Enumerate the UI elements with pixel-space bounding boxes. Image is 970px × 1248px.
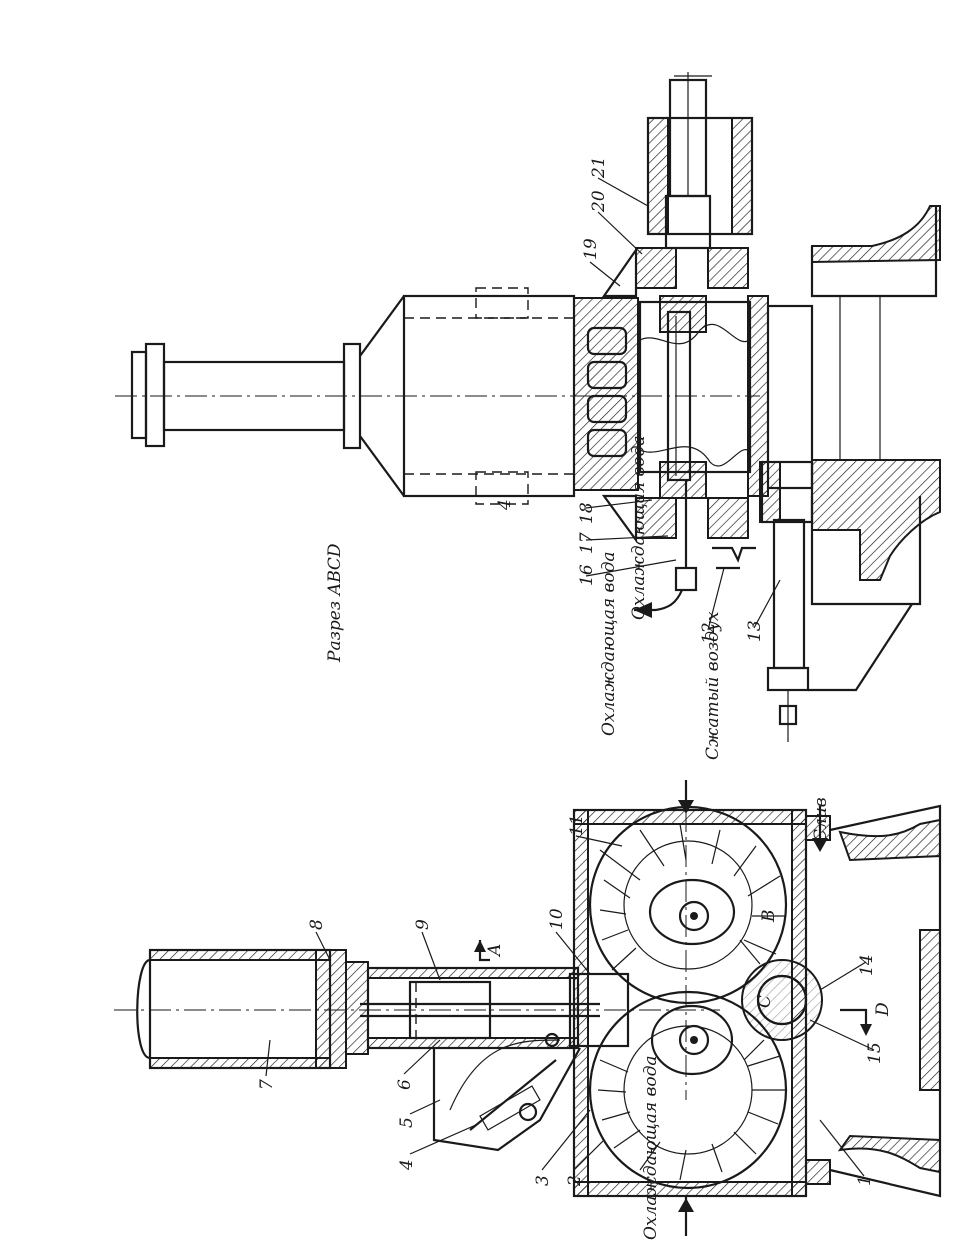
label-drain: Слив bbox=[811, 797, 831, 842]
part-number: 2 bbox=[565, 1175, 585, 1187]
part-number: 14 bbox=[857, 954, 877, 976]
section-title: Разрез АВСD bbox=[325, 543, 345, 663]
part-number: 1 bbox=[855, 1175, 875, 1186]
part-number: 8 bbox=[307, 919, 327, 930]
label-compressed-air: Сжатый воздух bbox=[703, 611, 723, 760]
cross-section-view bbox=[114, 780, 942, 1236]
part-number: 9 bbox=[413, 919, 433, 930]
part-number: 18 bbox=[577, 502, 597, 524]
part-number: 11 bbox=[567, 814, 587, 836]
part-number: 4 bbox=[495, 499, 515, 511]
part-number: 15 bbox=[865, 1042, 885, 1064]
part-number: 5 bbox=[397, 1117, 417, 1128]
part-number: 21 bbox=[589, 156, 609, 179]
text-labels: Разрез АВСD Охлаждающая вода Охлаждающая… bbox=[325, 435, 893, 1240]
section-view-abcd bbox=[115, 72, 941, 742]
part-number: 4 bbox=[397, 1159, 417, 1171]
part-number: 13 bbox=[745, 620, 765, 642]
part-number: 12 bbox=[699, 622, 719, 644]
label-section-a: A bbox=[485, 944, 505, 958]
label-marker-b: В bbox=[759, 910, 779, 924]
part-number: 10 bbox=[547, 908, 567, 930]
part-number: 17 bbox=[577, 532, 597, 554]
label-section-d: D bbox=[873, 1002, 893, 1017]
part-number: 16 bbox=[577, 564, 597, 586]
label-marker-c: С bbox=[755, 995, 775, 1008]
part-number: 7 bbox=[257, 1079, 277, 1090]
part-number: 19 bbox=[581, 238, 601, 260]
label-cooling-water-upper: Охлаждающая вода bbox=[629, 435, 649, 620]
label-cooling-water-top: Охлаждающая вода bbox=[599, 551, 619, 736]
part-number: 3 bbox=[533, 1175, 553, 1186]
part-numbers: 1 2 3 4 5 6 7 8 9 10 11 14 15 4 12 13 16… bbox=[257, 156, 885, 1187]
part-number: 20 bbox=[589, 190, 609, 213]
label-cooling-water-left: Охлаждающая вода bbox=[641, 1055, 661, 1240]
part-number: 6 bbox=[395, 1079, 415, 1090]
